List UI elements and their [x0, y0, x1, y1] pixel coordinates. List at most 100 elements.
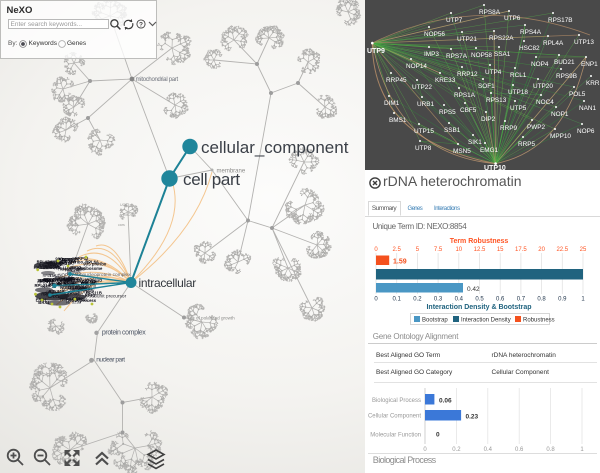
svg-text:SSU proc: SSU proc — [37, 278, 55, 283]
svg-text:preribosome: preribosome — [77, 266, 103, 271]
svg-text:RCL1: RCL1 — [510, 72, 527, 79]
svg-text:MSN5: MSN5 — [453, 148, 471, 155]
svg-text:ERB1: ERB1 — [56, 276, 66, 280]
svg-text:0.23: 0.23 — [466, 414, 479, 421]
svg-text:UTP7: UTP7 — [446, 17, 463, 24]
svg-text:90S preribo: 90S preribo — [55, 257, 78, 262]
svg-text:DIP2: DIP2 — [481, 116, 496, 123]
svg-text:HAS1: HAS1 — [55, 278, 64, 282]
svg-text:1: 1 — [581, 297, 585, 303]
svg-text:NOP4: NOP4 — [531, 61, 549, 68]
svg-text:17.5: 17.5 — [515, 247, 527, 253]
svg-text:0.8: 0.8 — [537, 297, 546, 303]
svg-text:MPP10: MPP10 — [550, 133, 571, 140]
svg-text:0: 0 — [374, 297, 378, 303]
svg-text:RPL6A: RPL6A — [62, 279, 74, 283]
svg-text:Interaction Density & Bootstra: Interaction Density & Bootstrap — [426, 304, 531, 311]
svg-text:10: 10 — [455, 247, 462, 253]
svg-text:0.2: 0.2 — [413, 297, 422, 303]
svg-text:0.8: 0.8 — [546, 447, 555, 453]
svg-text:RPS13: RPS13 — [486, 97, 507, 104]
svg-text:RPL13A: RPL13A — [65, 278, 81, 283]
svg-text:5: 5 — [416, 247, 420, 253]
svg-text:RPL21A: RPL21A — [35, 283, 51, 288]
svg-text:ribosome bio: ribosome bio — [60, 279, 82, 284]
svg-text:IMP3: IMP3 — [424, 51, 439, 58]
svg-text:RPL11B: RPL11B — [54, 265, 70, 270]
svg-text:nucleolar: nucleolar — [56, 281, 75, 286]
svg-text:RPS1A: RPS1A — [454, 92, 476, 99]
svg-text:RPL4A: RPL4A — [543, 40, 564, 47]
svg-text:KRE33: KRE33 — [435, 77, 456, 84]
svg-text:NOP56: NOP56 — [424, 31, 445, 38]
svg-text:RPS22A: RPS22A — [489, 35, 514, 42]
svg-text:Term Robustness: Term Robustness — [450, 238, 509, 245]
svg-text:RPS4B: RPS4B — [63, 281, 75, 285]
svg-text:RPL14A: RPL14A — [56, 280, 70, 284]
svg-text:RPS8A: RPS8A — [479, 9, 501, 16]
svg-text:NOP15: NOP15 — [58, 273, 73, 278]
svg-text:UTP14: UTP14 — [60, 277, 73, 282]
svg-text:RPS11B: RPS11B — [86, 291, 102, 296]
svg-text:intracellular: intracellular — [139, 276, 197, 290]
svg-text:nucleolar: nucleolar — [80, 288, 95, 292]
svg-text:nuclear part: nuclear part — [96, 356, 125, 363]
svg-text:90S preribo: 90S preribo — [43, 277, 66, 282]
svg-text:RPS9B: RPS9B — [556, 73, 577, 80]
svg-text:mitochondrial part: mitochondrial part — [136, 77, 179, 83]
svg-text:12.5: 12.5 — [474, 247, 486, 253]
svg-text:RRP45: RRP45 — [386, 77, 407, 84]
svg-text:NOG1: NOG1 — [60, 285, 73, 290]
svg-text:SOF1: SOF1 — [478, 83, 495, 90]
svg-text:protein complex: protein complex — [102, 329, 146, 336]
svg-text:UTP18: UTP18 — [508, 89, 528, 96]
svg-text:0.4: 0.4 — [484, 447, 493, 453]
svg-text:preribosome: preribosome — [47, 290, 67, 294]
svg-text:NOP1: NOP1 — [551, 111, 569, 118]
svg-text:20: 20 — [538, 247, 545, 253]
svg-text:UTP13: UTP13 — [574, 39, 594, 46]
svg-text:RPS11B: RPS11B — [55, 276, 71, 281]
svg-text:NOC4: NOC4 — [536, 99, 554, 106]
svg-text:RPL16A: RPL16A — [65, 267, 81, 272]
svg-text:RPL5: RPL5 — [68, 276, 79, 281]
svg-text:RPF2: RPF2 — [85, 293, 96, 298]
svg-text:0.06: 0.06 — [439, 398, 452, 405]
svg-text:UTP15: UTP15 — [414, 128, 434, 135]
svg-text:0.6: 0.6 — [515, 447, 524, 453]
svg-text:SIK1: SIK1 — [468, 139, 482, 146]
svg-text:RPF2: RPF2 — [90, 279, 99, 283]
svg-text:ribonucleoprotein complex: ribonucleoprotein complex — [75, 272, 132, 278]
svg-text:NOP7: NOP7 — [47, 279, 59, 284]
svg-text:cars: cars — [118, 223, 125, 227]
svg-text:URB1: URB1 — [417, 101, 434, 108]
svg-text:Bootstrap: Bootstrap — [422, 317, 448, 323]
svg-text:BUD21: BUD21 — [554, 59, 575, 66]
svg-text:cell part: cell part — [183, 170, 240, 189]
svg-text:RLP7: RLP7 — [64, 281, 75, 286]
svg-text:RPS9A: RPS9A — [60, 278, 73, 282]
svg-text:RPS2: RPS2 — [64, 277, 76, 282]
svg-text:UTP9: UTP9 — [367, 48, 385, 55]
svg-text:ribosomal subunit: ribosomal subunit — [59, 284, 97, 290]
svg-text:90S preribo: 90S preribo — [60, 260, 83, 265]
svg-text:ENP1: ENP1 — [581, 61, 598, 68]
svg-text:RPS16A: RPS16A — [59, 257, 75, 262]
svg-text:NOP12: NOP12 — [42, 284, 57, 289]
svg-text:RRP5: RRP5 — [518, 141, 535, 148]
svg-text:NOP58: NOP58 — [471, 52, 492, 59]
svg-text:CBF5: CBF5 — [460, 107, 477, 114]
svg-text:25: 25 — [580, 247, 587, 253]
svg-text:0: 0 — [436, 432, 440, 439]
svg-text:RPS6A: RPS6A — [62, 259, 76, 264]
svg-text:RPL7A: RPL7A — [69, 276, 82, 281]
svg-text:RPS1A: RPS1A — [62, 258, 76, 263]
svg-text:RPS4A: RPS4A — [520, 29, 542, 36]
svg-text:UTP4: UTP4 — [485, 69, 502, 76]
svg-text:UTP22: UTP22 — [412, 84, 432, 91]
svg-text:RRP9: RRP9 — [500, 125, 517, 132]
svg-text:DIM1: DIM1 — [384, 100, 400, 107]
svg-text:YTM1: YTM1 — [75, 297, 88, 302]
svg-text:RPS6A: RPS6A — [66, 277, 79, 282]
svg-text:RRS1: RRS1 — [54, 277, 66, 282]
